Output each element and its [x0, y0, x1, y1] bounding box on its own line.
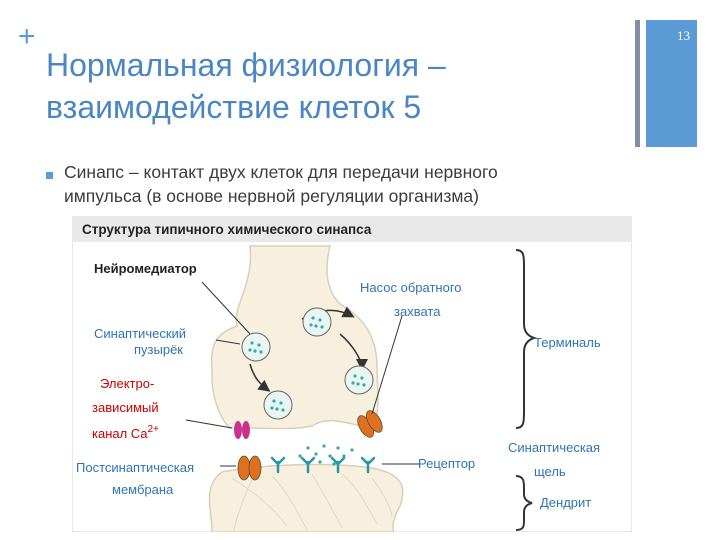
synapse-diagram: Структура типичного химического синапса [71, 215, 633, 533]
synaptic-vesicle [344, 365, 374, 395]
label-vesicle-line-1: Синаптический [94, 326, 186, 341]
synaptic-vesicle [241, 332, 271, 362]
calcium-channel [234, 421, 250, 439]
synaptic-vesicle [302, 307, 332, 337]
pointer-lines [185, 281, 422, 467]
cycle-arrow-left [249, 363, 271, 392]
terminal-brace [515, 249, 538, 429]
label-ca-line-3: канал Ca2+ [92, 424, 159, 441]
label-ca-line-2: зависимый [92, 400, 159, 415]
bullet-text: Синапс – контакт двух клеток для передач… [64, 160, 624, 208]
bullet-square-icon [46, 172, 53, 179]
decor-bar-wide [646, 20, 697, 147]
slide-title: Нормальная физиология – взаимодействие к… [46, 44, 606, 128]
dendrite-brace [515, 475, 533, 531]
label-dendrite: Дендрит [540, 495, 591, 510]
bullet-line-2: импульса (в основе нервной регуляции орг… [64, 186, 479, 206]
label-postsynaptic-line-2: мембрана [112, 482, 174, 497]
label-ca-line-1: Электро- [100, 376, 154, 391]
label-terminal: Терминаль [534, 335, 601, 350]
label-reuptake-line-2: захвата [394, 304, 441, 319]
label-vesicle-line-2: пузырёк [134, 342, 183, 357]
label-reuptake-line-1: Насос обратного [360, 280, 462, 295]
label-postsynaptic-line-1: Постсинаптическая [76, 460, 194, 475]
bullet-line-1: Синапс – контакт двух клеток для передач… [64, 162, 498, 182]
synapse-svg: Структура типичного химического синапса [71, 215, 633, 533]
decor-bar-thin [635, 20, 640, 147]
figure-header-bg [72, 216, 632, 242]
plus-icon: + [18, 20, 36, 53]
figure-header: Структура типичного химического синапса [82, 222, 372, 237]
label-receptor: Рецептор [418, 456, 475, 471]
reuptake-pump [357, 410, 383, 438]
neurotransmitter-dots [298, 444, 354, 466]
label-neurotransmitter: Нейромедиатор [94, 261, 197, 276]
label-cleft-line-2: щель [534, 464, 566, 479]
title-line-2: взаимодействие клеток 5 [46, 89, 422, 125]
label-cleft-line-1: Синаптическая [508, 440, 600, 455]
label-ca-superscript: 2+ [147, 424, 159, 435]
title-line-1: Нормальная физиология – [46, 47, 446, 83]
postsynaptic-channel [237, 455, 262, 481]
receptors [270, 456, 376, 474]
synaptic-vesicle [263, 390, 293, 420]
label-ca-text: канал Ca [92, 426, 148, 441]
dendrite-fibers [231, 473, 393, 531]
postsynaptic-dendrite [208, 463, 404, 533]
page-number: 13 [677, 28, 690, 43]
